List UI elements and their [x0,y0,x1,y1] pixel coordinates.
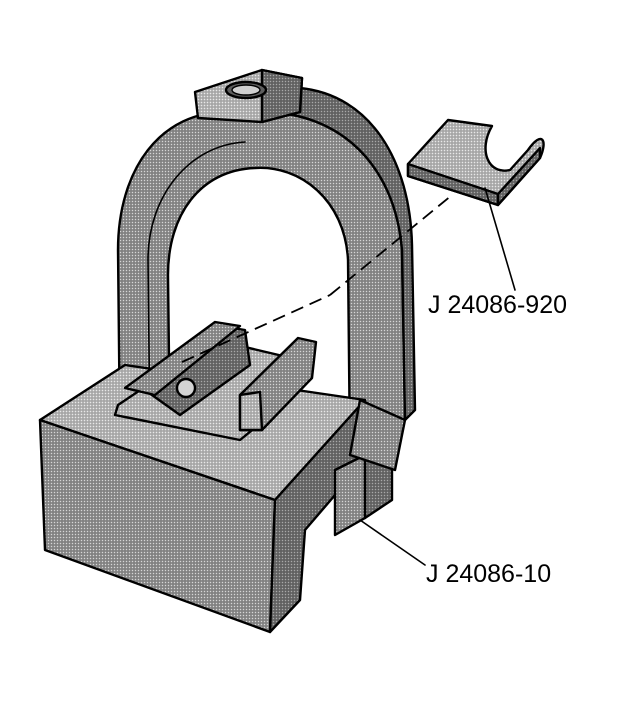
fixture-label: J 24086-10 [426,560,551,588]
yoke-frame [116,68,417,457]
fixture-leader-line [359,519,426,566]
alignment-line [329,194,453,296]
shim-leader-line [484,187,516,291]
jaw-assembly [113,294,331,442]
yoke-right-leg [348,398,407,472]
shim-part [406,118,545,207]
shim-label: J 24086-920 [428,291,567,319]
